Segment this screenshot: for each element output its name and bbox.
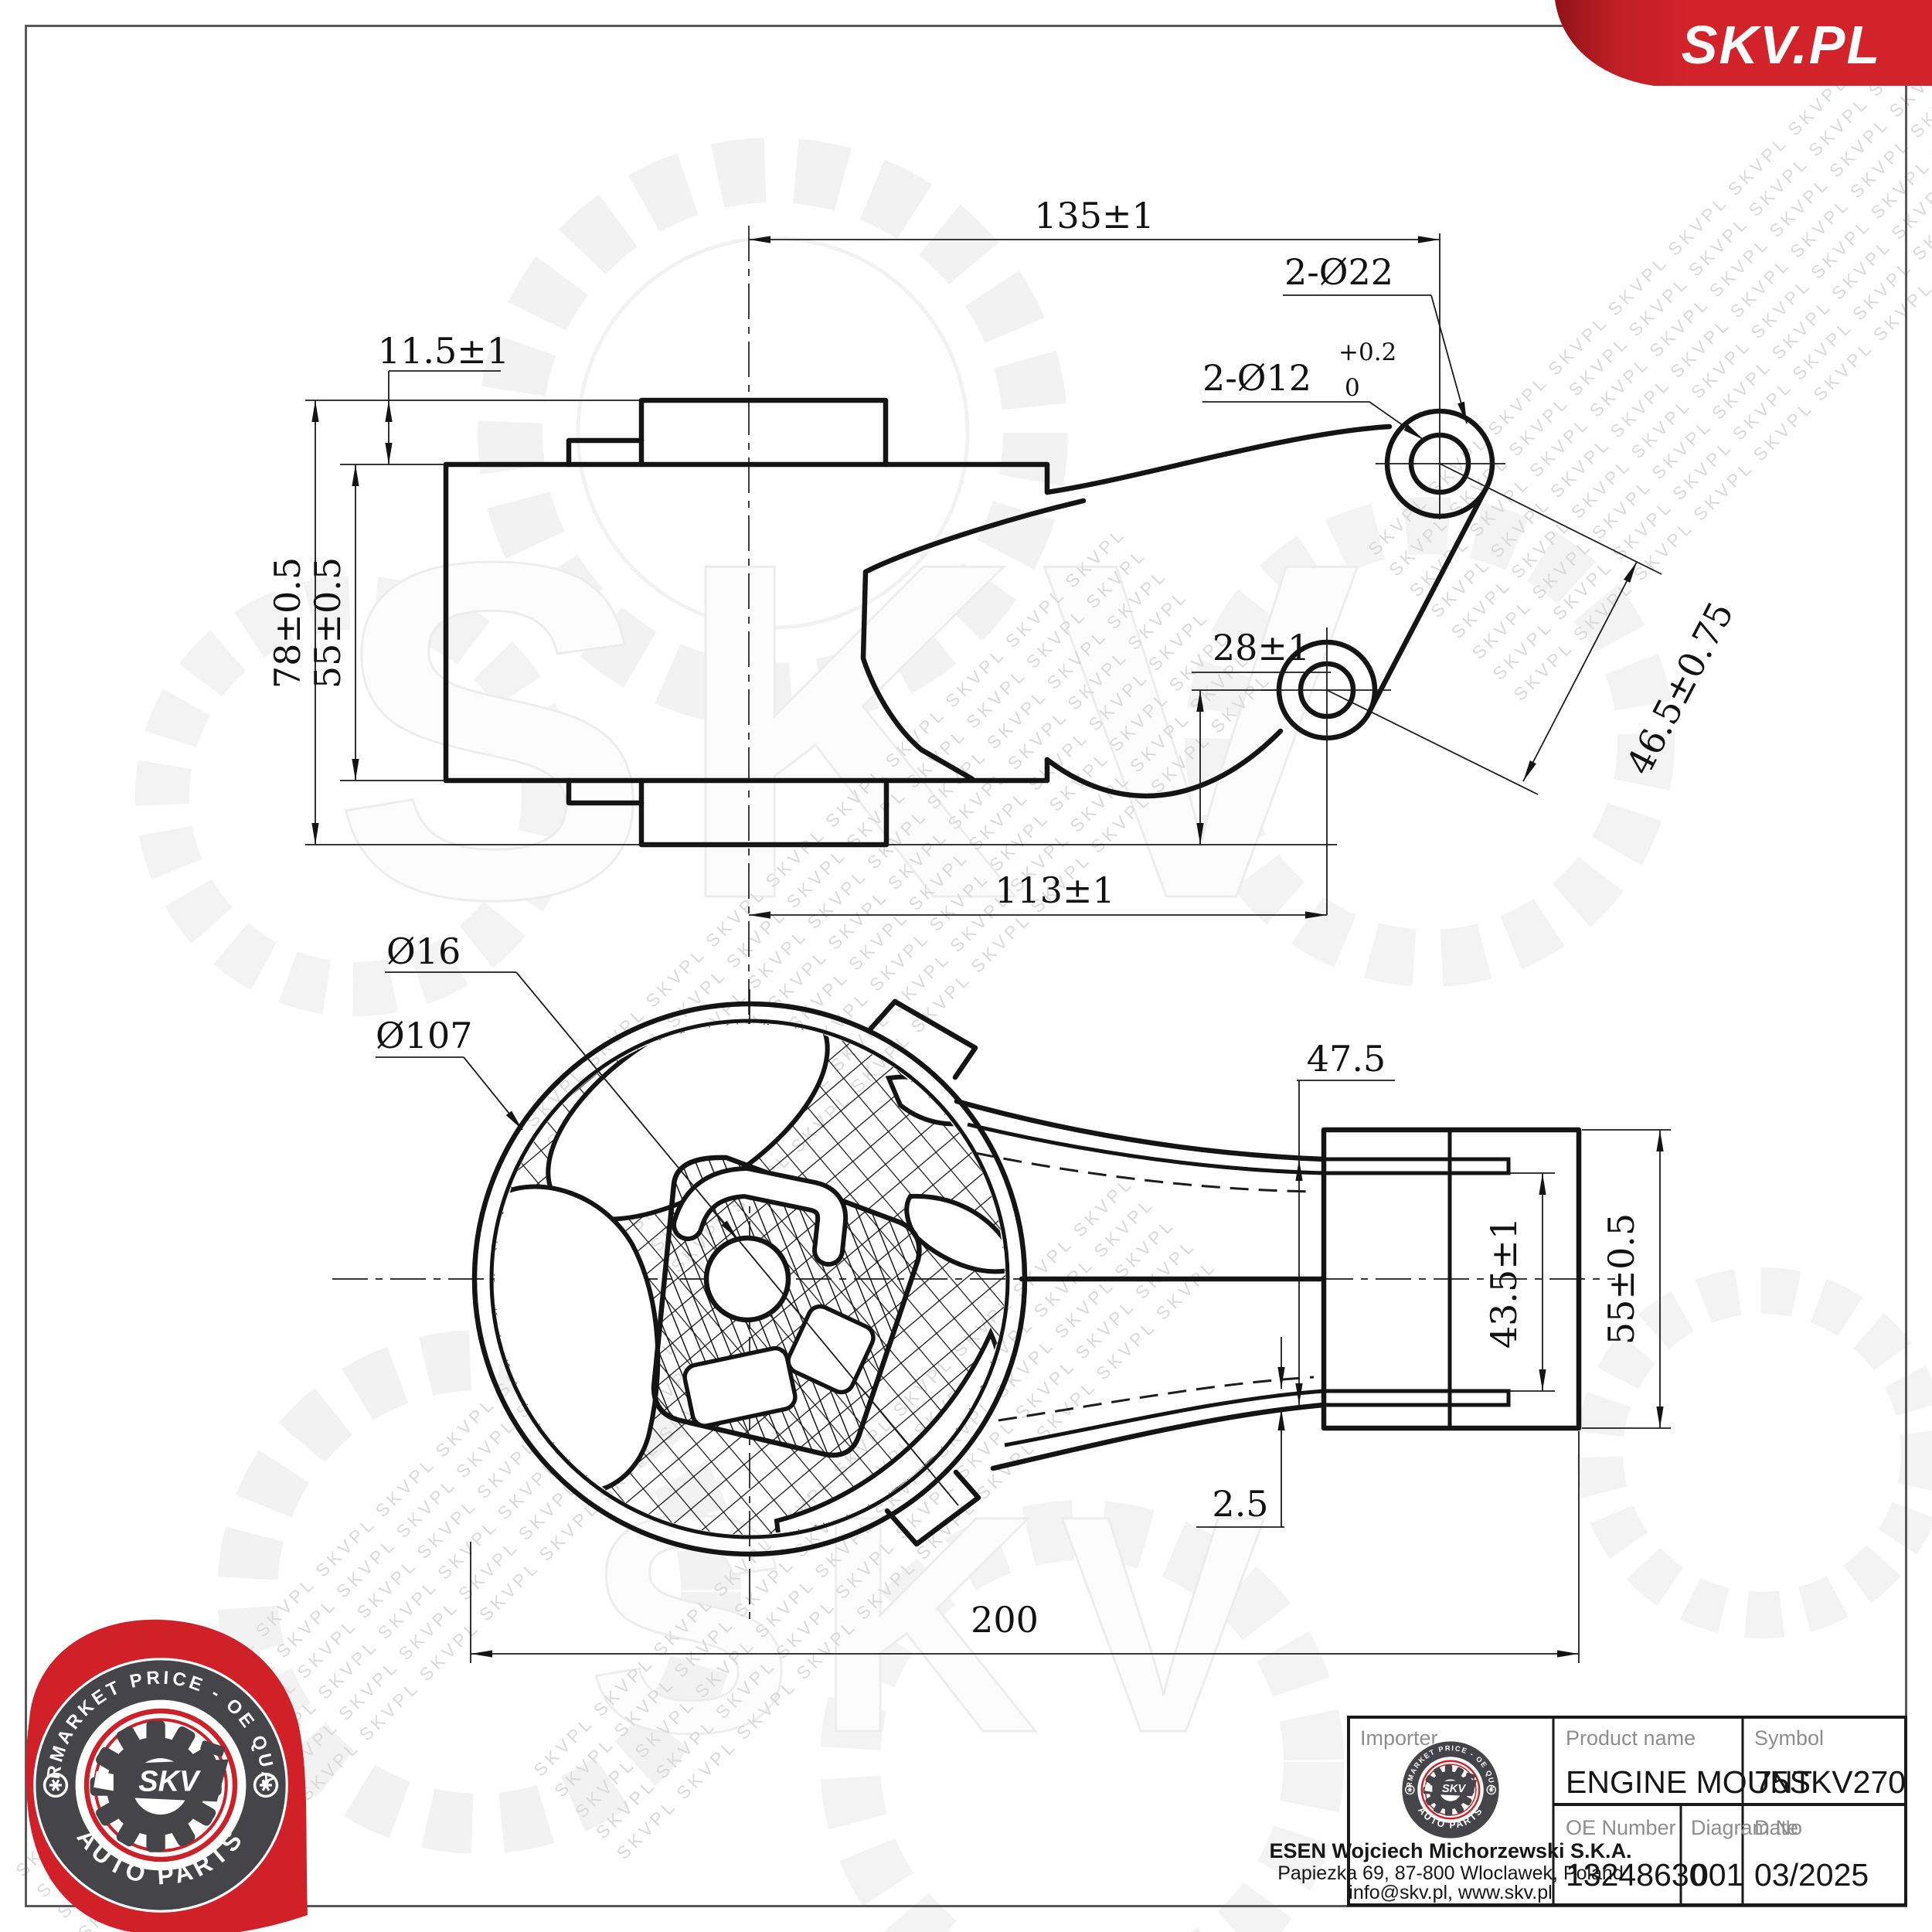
- top-view-extension-lines: [305, 233, 1662, 915]
- oe-number-value: 13248630: [1566, 1857, 1706, 1893]
- importer-label: Importer: [1360, 1726, 1438, 1750]
- symbol-label: Symbol: [1754, 1726, 1824, 1750]
- dim-47-5: 47.5: [1307, 1038, 1386, 1080]
- ghost-skv-text: SKV: [332, 464, 1383, 998]
- product-name-label: Product name: [1566, 1726, 1696, 1750]
- importer-address: Papiezka 69, 87-800 Wloclawek, Poland: [1277, 1862, 1624, 1884]
- oe-number-label: OE Number: [1566, 1816, 1676, 1839]
- dim-135: 135±1: [1034, 195, 1155, 236]
- page-border: [25, 25, 1907, 1907]
- diagram-no-label: Diagram No: [1691, 1816, 1802, 1839]
- dim-28: 28±1: [1213, 627, 1310, 668]
- dim-2-5: 2.5: [1212, 1483, 1268, 1525]
- dim-2xd12: 2-Ø12: [1202, 357, 1311, 399]
- product-name-value: ENGINE MOUNT: [1566, 1764, 1812, 1800]
- dim-113: 113±1: [995, 869, 1115, 911]
- dim-55-right: 55±0.5: [1600, 1213, 1642, 1345]
- dim-55-left: 55±0.5: [307, 557, 349, 689]
- title-block-badge: [1401, 1740, 1500, 1839]
- watermark-line: SKVPL SKVPL SKVPL SKVPL SKVPL SKVPL SKVP…: [1447, 34, 1932, 642]
- dim-43-5: 43.5±1: [1483, 1217, 1525, 1349]
- ghost-gear-watermarks: SKV SKV: [135, 138, 1932, 1932]
- bushing-core: [651, 1155, 922, 1458]
- bottom-view-bushing: [471, 998, 1028, 1557]
- title-block: Importer Product name Symbol OE Number D…: [1269, 1716, 1907, 1906]
- date-label: Date: [1754, 1816, 1798, 1839]
- diagram-no-value: 001: [1691, 1857, 1743, 1893]
- importer-contact: info@skv.pl, www.skv.pl: [1349, 1882, 1552, 1903]
- watermark-patch-top-right: SKVPL SKVPL SKVPL SKVPL SKVPL SKVPL SKVP…: [1364, 0, 1932, 705]
- symbol-value: 75SKV270: [1754, 1764, 1906, 1800]
- top-view-part-outline: [443, 397, 1495, 848]
- dim-2xd22: 2-Ø22: [1284, 251, 1393, 293]
- bottom-view-dimension-lines: [471, 1130, 1664, 1658]
- ghost-skv-text-2: SKV: [587, 1451, 1287, 1797]
- corner-badge: [26, 1619, 308, 1932]
- bottom-view-bracket: [1321, 1127, 1582, 1431]
- bottom-view-leaders: [376, 971, 1395, 1528]
- brand-banner: SKV.PL: [1555, 0, 1932, 86]
- date-value: 03/2025: [1754, 1857, 1869, 1893]
- center-hole: [703, 1235, 791, 1323]
- importer-company: ESEN Wojciech Michorzewski S.K.A.: [1269, 1839, 1631, 1862]
- dim-d16: Ø16: [386, 930, 461, 972]
- dim-11-5: 11.5±1: [378, 330, 509, 372]
- dim-78: 78±0.5: [267, 557, 308, 689]
- dim-2xd12-tol-plus: +0.2: [1338, 338, 1396, 366]
- brand-logo-text: SKV.PL: [1682, 15, 1881, 75]
- dim-d107: Ø107: [376, 1015, 473, 1056]
- dim-2xd12-tol-zero: 0: [1345, 374, 1360, 402]
- bottom-view-extension-lines: [470, 1080, 1671, 1663]
- corner-badge-emblem: [33, 1658, 288, 1913]
- top-view-dimension-lines: [311, 236, 1638, 919]
- top-view-leaders: [389, 294, 1468, 673]
- bottom-view-arm: [954, 1098, 1327, 1471]
- dim-200: 200: [971, 1599, 1039, 1641]
- bottom-view: Ø16 Ø107 47.5 43.5±1 55±0.5 2.5 200: [332, 930, 1671, 1663]
